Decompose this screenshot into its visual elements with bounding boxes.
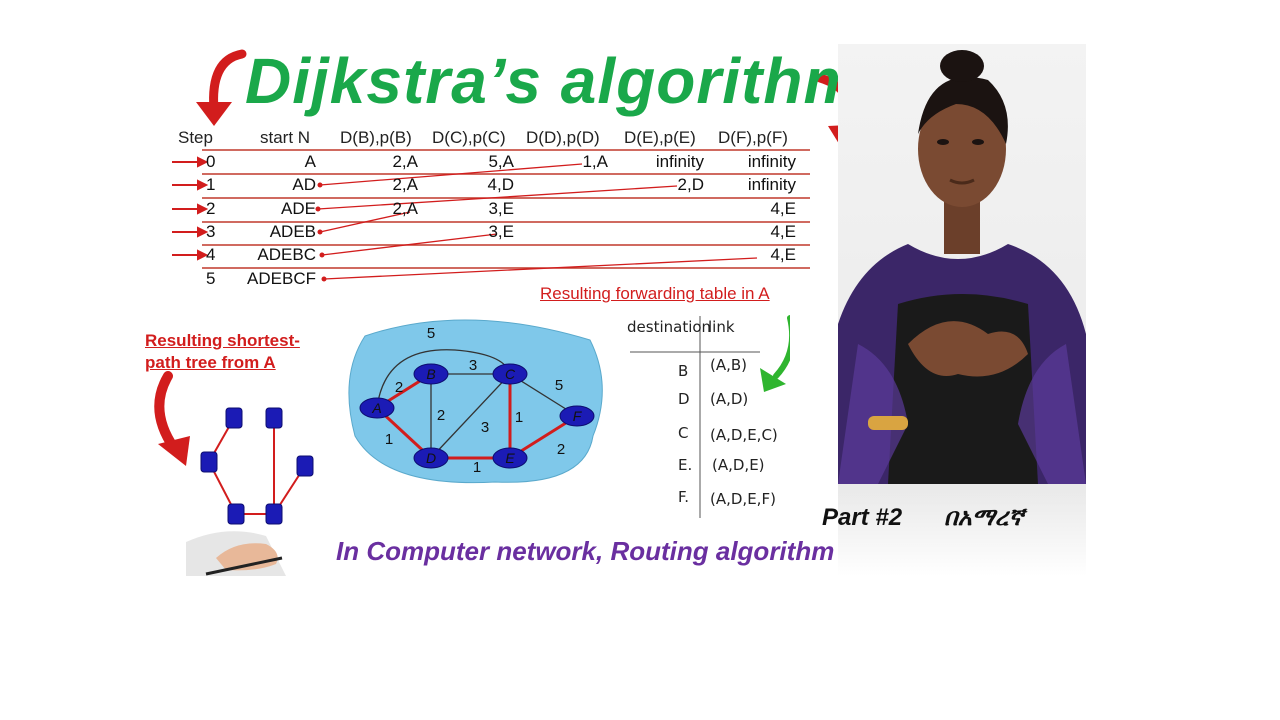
node-label: D (426, 450, 436, 466)
presenter-illustration (838, 44, 1086, 576)
table-cell: ADEB (269, 222, 316, 241)
dijkstra-table: Step start N D(B),p(B) D(C),p(C) D(D),p(… (172, 128, 812, 288)
node-label: A (371, 400, 381, 416)
router-icon (200, 451, 218, 473)
router-icon (225, 407, 243, 429)
header-db: D(B),p(B) (340, 128, 412, 147)
forwarding-table-title: Resulting forwarding table in A (540, 284, 770, 303)
curved-arrow-icon (154, 371, 190, 466)
table-cell: 2,A (392, 199, 418, 218)
table-cell: 0 (206, 152, 216, 171)
router-icon (227, 503, 245, 525)
table-cell: infinity (747, 152, 796, 171)
spt-title-line-2: path tree from A (145, 353, 276, 372)
table-cell: 4,D (487, 175, 514, 194)
edge-weight: 2 (437, 407, 445, 424)
table-cell: AD (292, 175, 316, 194)
subtitle: In Computer network, Routing algorithm (336, 536, 835, 566)
table-cell: 3,E (488, 199, 514, 218)
green-arrow-icon (760, 315, 790, 392)
table-cell: ADEBCF (247, 269, 316, 288)
spt-title-line-1: Resulting shortest- (145, 331, 300, 350)
amharic-label: በአማረኛ (944, 504, 1024, 531)
table-cell: 4 (206, 245, 216, 264)
edge-weight: 5 (427, 325, 435, 342)
table-cell: infinity (747, 175, 796, 194)
part-label: Part #2 (822, 504, 903, 531)
table-cell: 1,A (582, 152, 608, 171)
edge-weight: 5 (555, 377, 563, 394)
forwarding-dest: C (678, 424, 689, 442)
table-cell: 2,D (677, 175, 704, 194)
router-icon (296, 455, 314, 477)
forwarding-table-lines (630, 315, 790, 518)
table-cell: 2 (206, 199, 216, 218)
edge-weight: 3 (481, 419, 489, 436)
shortest-path-tree (154, 371, 314, 525)
edge-weight: 1 (473, 459, 481, 476)
forwarding-table: destination link B (A,B) D (A,D) C (A,D,… (620, 312, 790, 522)
node-label: B (426, 366, 435, 382)
table-cell: 4,E (770, 222, 796, 241)
forwarding-dest: E. (678, 456, 693, 474)
forwarding-link: (A,D,E) (712, 456, 765, 474)
table-cell: 4,E (770, 245, 796, 264)
header-df: D(F),p(F) (718, 128, 788, 147)
router-icon (559, 405, 595, 427)
col-link: link (708, 318, 735, 336)
header-step: Step (178, 128, 213, 147)
curved-arrow-icon (196, 49, 247, 126)
forwarding-link: (A,D,E,F) (710, 490, 776, 508)
forwarding-dest: B (678, 362, 689, 380)
table-cell: 3 (206, 222, 216, 241)
forwarding-dest: D (678, 390, 690, 408)
header-start-n: start N (260, 128, 311, 147)
table-cell: 2,A (392, 152, 418, 171)
header-dd: D(D),p(D) (526, 128, 600, 147)
header-dc: D(C),p(C) (432, 128, 506, 147)
forwarding-link: (A,D,E,C) (710, 426, 778, 444)
forwarding-link: (A,D) (710, 390, 749, 408)
node-label: F (573, 408, 583, 424)
spt-title: Resulting shortest- path tree from A (145, 330, 300, 374)
table-cell: 2,A (392, 175, 418, 194)
router-icon (265, 503, 283, 525)
table-cell: 1 (206, 175, 216, 194)
edge-weight: 2 (395, 379, 403, 396)
col-destination: destination (627, 318, 712, 336)
header-de: D(E),p(E) (624, 128, 696, 147)
router-icon (492, 363, 528, 385)
table-cell: infinity (655, 152, 704, 171)
node-label: E (505, 450, 515, 466)
table-cell: 3,E (488, 222, 514, 241)
router-icon (413, 447, 449, 469)
forwarding-dest: F. (678, 488, 689, 506)
router-icon (413, 363, 449, 385)
edge-weight: 3 (469, 357, 477, 374)
table-cell: 5,A (488, 152, 514, 171)
router-icon (359, 397, 395, 419)
table-cell: 4,E (770, 199, 796, 218)
forwarding-link: (A,B) (710, 356, 748, 374)
table-cell: ADEBC (257, 245, 316, 264)
network-graph: A B C D E F 5 2 3 5 2 3 1 1 1 2 (348, 319, 603, 484)
page-title: Dijkstra’s algorithm (245, 45, 862, 117)
edge-weight: 2 (557, 441, 565, 458)
table-cell: A (304, 152, 316, 171)
router-icon (492, 447, 528, 469)
edge-weight: 1 (385, 431, 393, 448)
presenter-photo (838, 44, 1086, 576)
router-icon (265, 407, 283, 429)
edge-weight: 1 (515, 409, 523, 426)
table-cell: 5 (206, 269, 216, 288)
table-cell: ADE (281, 199, 316, 218)
node-label: C (505, 366, 516, 382)
table-lines (172, 149, 810, 282)
hand-pen-illustration (186, 531, 286, 576)
